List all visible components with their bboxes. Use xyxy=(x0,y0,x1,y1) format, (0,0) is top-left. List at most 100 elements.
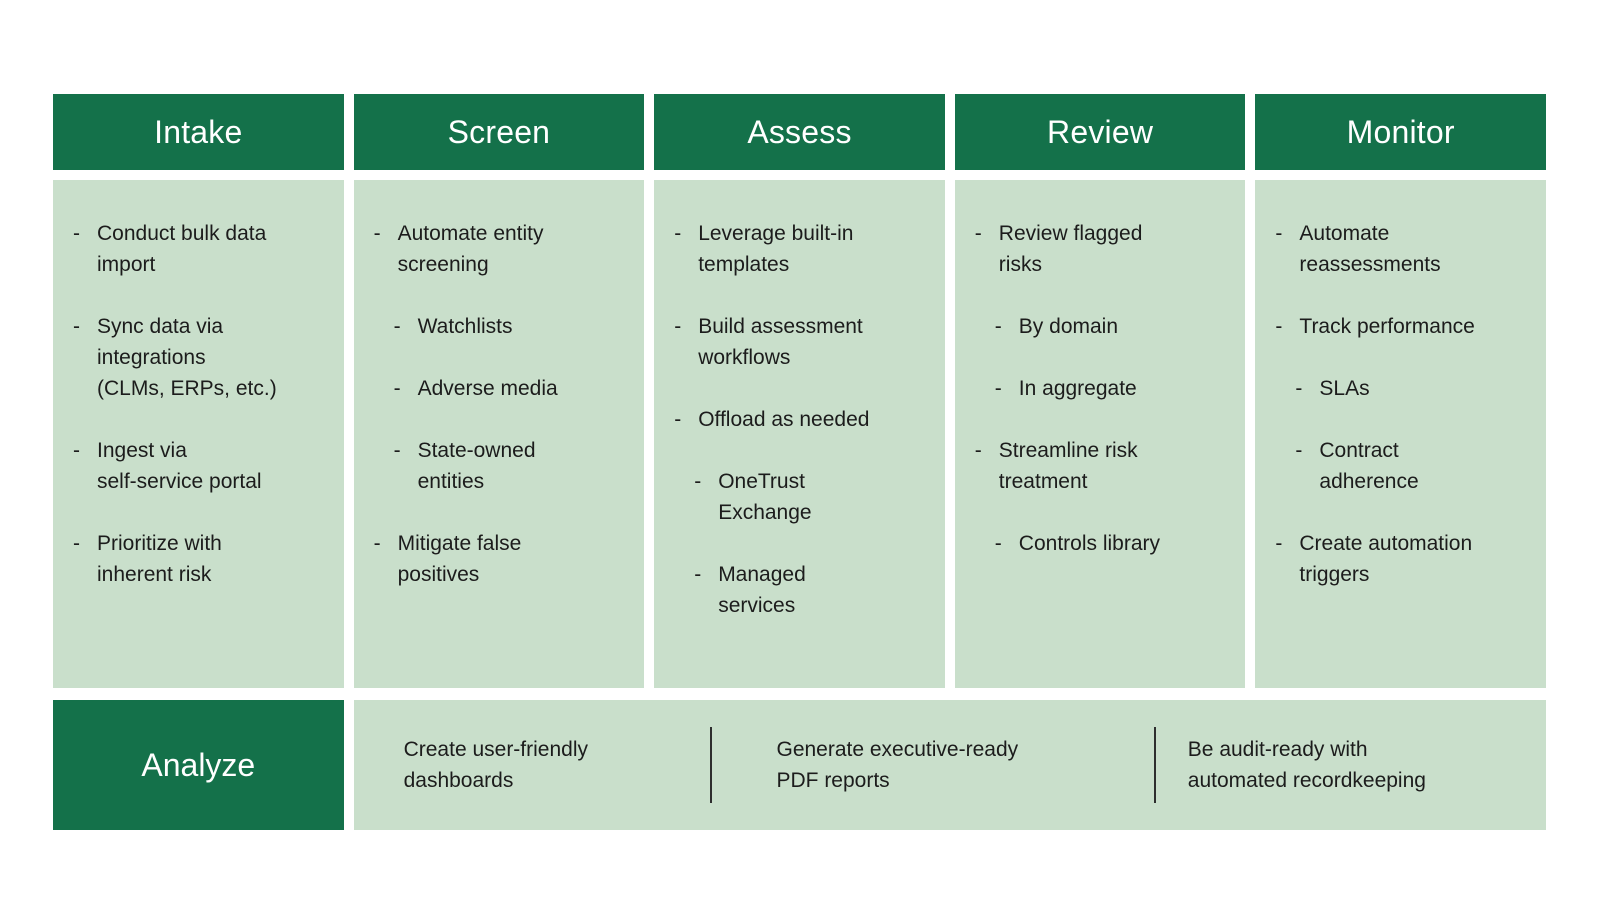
bullet-text: SLAs xyxy=(1319,377,1370,400)
stage-header-screen: Screen xyxy=(353,94,645,170)
dash-bullet: - xyxy=(994,315,1002,338)
dash-bullet: - xyxy=(974,439,982,462)
bullet-item: - Build assessment workflows xyxy=(674,311,927,373)
bullet-text: Mitigate false positives xyxy=(397,532,522,586)
dash-bullet: - xyxy=(393,377,401,400)
bullet-item: - Streamline risk treatment xyxy=(975,435,1228,497)
bullet-text: Sync data via integrations (CLMs, ERPs, … xyxy=(97,315,277,400)
dash-bullet: - xyxy=(1275,315,1283,338)
bullet-text: Streamline risk treatment xyxy=(998,439,1138,493)
bullet-item-sub: - SLAs xyxy=(1275,373,1528,404)
stage-body-review: - Review flagged risks - By domain - In … xyxy=(954,180,1246,688)
dash-bullet: - xyxy=(373,532,381,555)
bullet-text: Watchlists xyxy=(417,315,513,338)
bullet-item: - Sync data via integrations (CLMs, ERPs… xyxy=(73,311,326,404)
analyze-cell-text: Generate executive-ready PDF reports xyxy=(776,738,1019,792)
bullet-item-sub: - Watchlists xyxy=(374,311,627,342)
dash-bullet: - xyxy=(674,408,682,431)
dash-bullet: - xyxy=(73,439,80,462)
stage-header-review: Review xyxy=(954,94,1246,170)
stage-body-monitor: - Automate reassessments - Track perform… xyxy=(1255,180,1546,688)
bullet-text: Automate entity screening xyxy=(397,222,544,276)
bullet-text: Controls library xyxy=(1018,532,1161,555)
bullet-text: Conduct bulk data import xyxy=(97,222,267,276)
stage-column-intake: Intake - Conduct bulk data import - Sync… xyxy=(53,94,344,688)
process-board: Intake - Conduct bulk data import - Sync… xyxy=(53,94,1546,830)
stage-title: Intake xyxy=(154,113,243,150)
dash-bullet: - xyxy=(73,222,80,245)
bullet-item-sub: - Managed services xyxy=(674,559,927,621)
bullet-text: Track performance xyxy=(1299,315,1475,338)
bullet-item-sub: - Contract adherence xyxy=(1275,435,1528,497)
analyze-cell-reports: Generate executive-ready PDF reports xyxy=(712,700,1153,830)
stage-body-intake: - Conduct bulk data import - Sync data v… xyxy=(53,180,344,688)
stage-body-assess: - Leverage built-in templates - Build as… xyxy=(654,180,945,688)
bullet-item: - Create automation triggers xyxy=(1275,528,1528,590)
dash-bullet: - xyxy=(694,563,702,586)
stage-title: Review xyxy=(1047,113,1154,150)
analyze-cell-recordkeeping: Be audit-ready with automated recordkeep… xyxy=(1156,700,1546,830)
bullet-item: - Automate reassessments xyxy=(1275,218,1528,280)
stage-column-screen: Screen - Automate entity screening - Wat… xyxy=(353,94,645,688)
stage-header-monitor: Monitor xyxy=(1255,94,1546,170)
dash-bullet: - xyxy=(73,315,80,338)
analyze-title: Analyze xyxy=(141,746,256,783)
bullet-item-sub: - In aggregate xyxy=(975,373,1228,404)
bullet-text: Ingest via self-service portal xyxy=(97,439,262,493)
dash-bullet: - xyxy=(1275,532,1283,555)
bullet-item: - Ingest via self-service portal xyxy=(73,435,326,497)
bullet-text: Offload as needed xyxy=(698,408,870,431)
bullet-text: In aggregate xyxy=(1018,377,1137,400)
bullet-text: State-owned entities xyxy=(417,439,536,493)
stage-header-intake: Intake xyxy=(53,94,344,170)
bullet-item-sub: - By domain xyxy=(975,311,1228,342)
dash-bullet: - xyxy=(674,315,682,338)
dash-bullet: - xyxy=(393,315,401,338)
bullet-item: - Automate entity screening xyxy=(374,218,627,280)
stage-body-screen: - Automate entity screening - Watchlists… xyxy=(353,180,645,688)
bullet-item-sub: - State-owned entities xyxy=(374,435,627,497)
stage-column-review: Review - Review flagged risks - By domai… xyxy=(954,94,1246,688)
bullet-text: By domain xyxy=(1018,315,1119,338)
stage-title: Monitor xyxy=(1346,113,1455,150)
bullet-text: Adverse media xyxy=(417,377,558,400)
dash-bullet: - xyxy=(994,532,1002,555)
bullet-item-sub: - OneTrust Exchange xyxy=(674,466,927,528)
stage-column-assess: Assess - Leverage built-in templates - B… xyxy=(654,94,945,688)
stage-title: Assess xyxy=(747,113,852,150)
bullet-text: Leverage built-in templates xyxy=(698,222,854,276)
bullet-item-sub: - Controls library xyxy=(975,528,1228,559)
dash-bullet: - xyxy=(373,222,381,245)
bullet-item: - Conduct bulk data import xyxy=(73,218,326,280)
bullet-text: Contract adherence xyxy=(1319,439,1419,493)
dash-bullet: - xyxy=(694,470,702,493)
dash-bullet: - xyxy=(1275,222,1283,245)
bullet-text: Build assessment workflows xyxy=(698,315,863,369)
dash-bullet: - xyxy=(1295,439,1303,462)
stage-header-assess: Assess xyxy=(654,94,945,170)
dash-bullet: - xyxy=(994,377,1002,400)
stage-grid: Intake - Conduct bulk data import - Sync… xyxy=(53,94,1546,688)
bullet-text: OneTrust Exchange xyxy=(718,470,812,524)
bullet-item-sub: - Adverse media xyxy=(374,373,627,404)
analyze-row: Analyze Create user-friendly dashboards … xyxy=(53,700,1546,830)
dash-bullet: - xyxy=(974,222,982,245)
bullet-text: Create automation triggers xyxy=(1299,532,1473,586)
analyze-body: Create user-friendly dashboards Generate… xyxy=(353,700,1546,830)
stage-title: Screen xyxy=(447,113,551,150)
bullet-item: - Prioritize with inherent risk xyxy=(73,528,326,590)
bullet-item: - Offload as needed xyxy=(674,404,927,435)
bullet-item: - Review flagged risks xyxy=(975,218,1228,280)
bullet-item: - Leverage built-in templates xyxy=(674,218,927,280)
vertical-divider xyxy=(710,727,713,803)
dash-bullet: - xyxy=(674,222,682,245)
bullet-text: Automate reassessments xyxy=(1299,222,1441,276)
dash-bullet: - xyxy=(1295,377,1303,400)
dash-bullet: - xyxy=(73,532,80,555)
analyze-cell-text: Be audit-ready with automated recordkeep… xyxy=(1187,738,1426,792)
bullet-item: - Track performance xyxy=(1275,311,1528,342)
bullet-text: Managed services xyxy=(718,563,806,617)
analyze-cell-text: Create user-friendly dashboards xyxy=(403,738,588,792)
bullet-item: - Mitigate false positives xyxy=(374,528,627,590)
bullet-text: Review flagged risks xyxy=(998,222,1143,276)
